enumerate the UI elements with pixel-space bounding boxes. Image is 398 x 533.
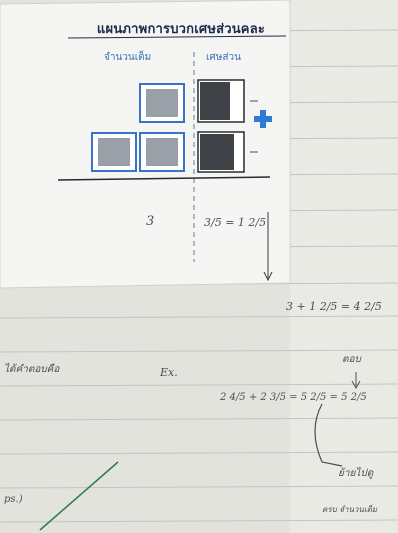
conversion-equation: 3 + 1 2/5 = 4 2/5: [286, 300, 382, 313]
left-note: ได้คำตอบคือ: [4, 362, 59, 377]
fraction-result: 3/5 = 1 2/5: [204, 216, 266, 229]
column-label-fraction: เศษส่วน: [206, 50, 241, 65]
example-label: Ex.: [160, 366, 178, 379]
example-equation: 2 4/5 + 2 3/5 = 5 2/5 = 5 2/5: [220, 392, 367, 403]
answer-label: ตอบ: [342, 352, 361, 367]
bottom-left-note: ps.): [4, 494, 23, 505]
column-label-whole: จำนวนเต็ม: [104, 50, 151, 65]
whole-result: 3: [146, 214, 154, 229]
bracket-note: ย้ายไปดู: [338, 466, 373, 481]
notebook-margin-area: [290, 0, 398, 533]
worksheet-title: แผนภาพการบวกเศษส่วนคละ: [66, 18, 296, 39]
bottom-right-note: ครบ จำนวนเต็ม: [322, 503, 377, 516]
